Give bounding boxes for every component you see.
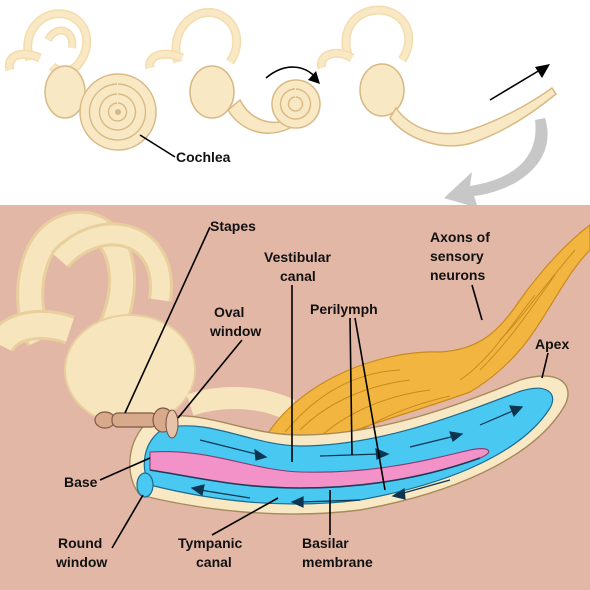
axons-label-line2: sensory	[430, 248, 484, 264]
apex-label: Apex	[535, 336, 569, 352]
apex-leader-line	[541, 352, 549, 379]
semicircular-canals	[0, 210, 295, 426]
tympanic-canal-label-line1: Tympanic	[178, 535, 243, 551]
inner-ear-coiled	[4, 9, 157, 151]
zoom-transition-arrow	[444, 118, 548, 208]
axons-label-line1: Axons of	[430, 229, 490, 245]
stapes-label: Stapes	[210, 218, 256, 234]
inner-ear-uncoiled	[317, 5, 558, 147]
base-label: Base	[64, 474, 98, 490]
basilar-membrane	[149, 457, 481, 489]
round-window-label-line2: window	[55, 554, 107, 570]
stapes-leader-line	[124, 226, 211, 414]
vestibular-canal-label-line2: canal	[280, 268, 316, 284]
basilar-membrane-label-line1: Basilar	[302, 535, 349, 551]
straighten-arrowhead	[535, 64, 550, 78]
vestibular-canal-label-line1: Vestibular	[264, 249, 331, 265]
basilar-membrane-label-line2: membrane	[302, 554, 373, 570]
round-window-leader-line	[111, 494, 144, 549]
perilymph-leader-line-1	[349, 317, 353, 456]
inner-ear-partially-uncoiled	[145, 8, 321, 134]
perilymph-leader-line-2	[354, 317, 386, 491]
round-window	[136, 472, 154, 498]
cochlea-label: Cochlea	[176, 149, 231, 165]
axons-label-line3: neurons	[430, 267, 485, 283]
fluid-flow-arrows	[190, 405, 524, 508]
oval-window-label-line2: window	[209, 323, 261, 339]
base-leader-line	[99, 457, 151, 481]
tympanic-canal-leader-line	[211, 497, 279, 536]
stapes	[94, 407, 179, 439]
perilymph-label: Perilymph	[310, 301, 378, 317]
cochlea-leader-line	[139, 134, 176, 158]
oval-window-leader-line	[177, 339, 243, 419]
straighten-arrow-line	[489, 69, 541, 101]
oval-window-label-line1: Oval	[214, 304, 244, 320]
round-window-label-line1: Round	[58, 535, 102, 551]
tympanic-canal-label-line2: canal	[196, 554, 232, 570]
axons-leader-line	[471, 284, 483, 321]
uncoil-arrowhead	[308, 71, 320, 84]
